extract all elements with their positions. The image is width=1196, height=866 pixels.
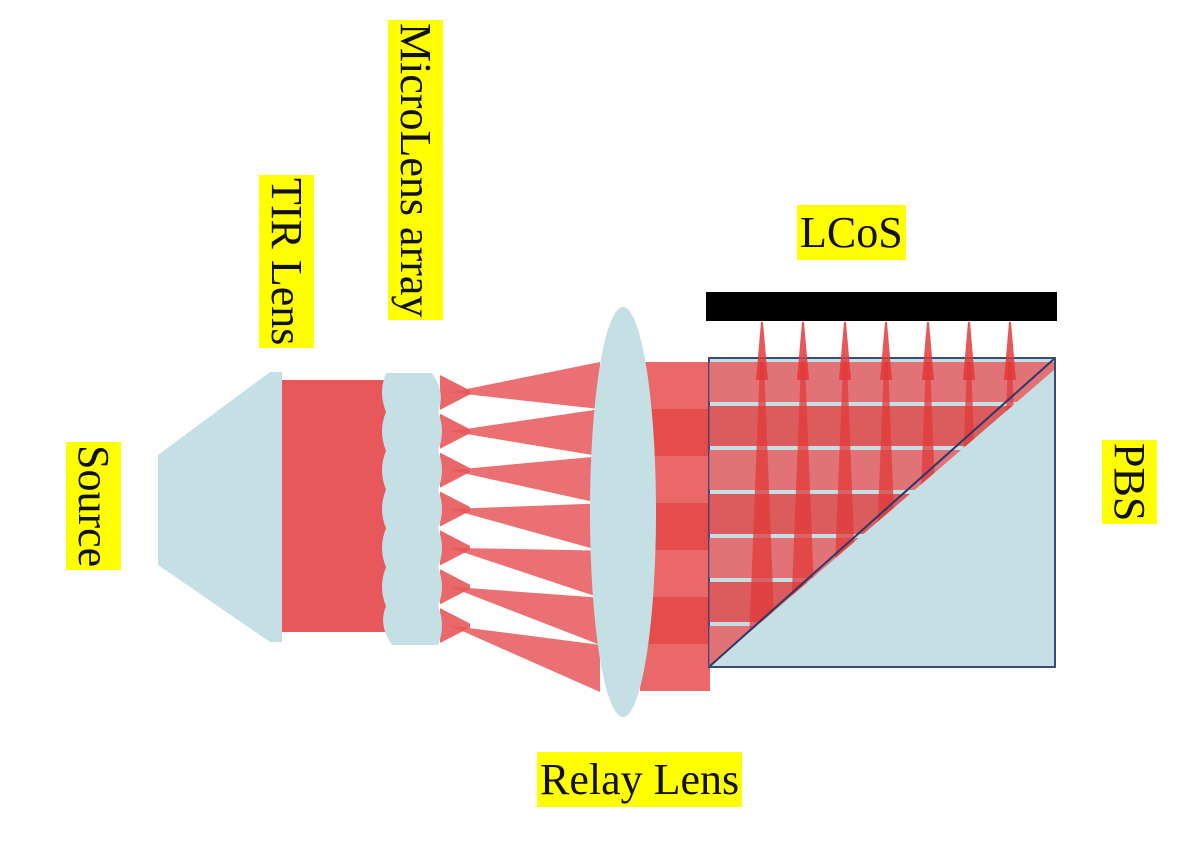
lcos-spike: [880, 322, 892, 380]
lcos-beams: [756, 322, 1016, 380]
relay-output-band: [640, 644, 710, 691]
microlens-beamlets: [440, 362, 600, 692]
lcos-spike: [839, 322, 851, 380]
lcos-spike: [797, 322, 809, 380]
source-label: Source: [66, 442, 121, 571]
beamlet-fan: [450, 503, 600, 551]
tir-lens-label: TIR Lens: [259, 175, 314, 349]
relay-lens-label: Relay Lens: [537, 752, 743, 807]
lcos-spike: [1004, 322, 1016, 380]
beamlet-fan: [450, 547, 600, 598]
lcos-spike: [756, 322, 768, 380]
beamlet-fan: [450, 625, 600, 692]
tir-collimated-beam: [280, 380, 388, 632]
beamlet-cone: [440, 608, 470, 644]
pbs-diagonal: [709, 358, 1055, 667]
pbs-vertical-beam: [748, 362, 776, 667]
microlens-array-label: MicroLens array: [388, 20, 443, 321]
lcos-label: LCoS: [797, 205, 906, 260]
beamlet-fan: [450, 456, 600, 504]
lcos-spike: [922, 322, 934, 380]
beamlet-fan: [450, 409, 600, 457]
lcos-panel: [706, 292, 1057, 321]
beamlet-fan: [450, 586, 600, 645]
beamlet-cone: [440, 530, 470, 566]
beamlet-fan: [450, 362, 600, 410]
pbs-label: PBS: [1102, 440, 1157, 525]
microlens-array: [382, 373, 442, 645]
relay-output-band: [640, 362, 710, 409]
relay-lens: [590, 307, 656, 717]
lcos-spike: [963, 322, 975, 380]
beamlet-cone: [440, 569, 470, 605]
tir-lens-body: [158, 372, 282, 642]
